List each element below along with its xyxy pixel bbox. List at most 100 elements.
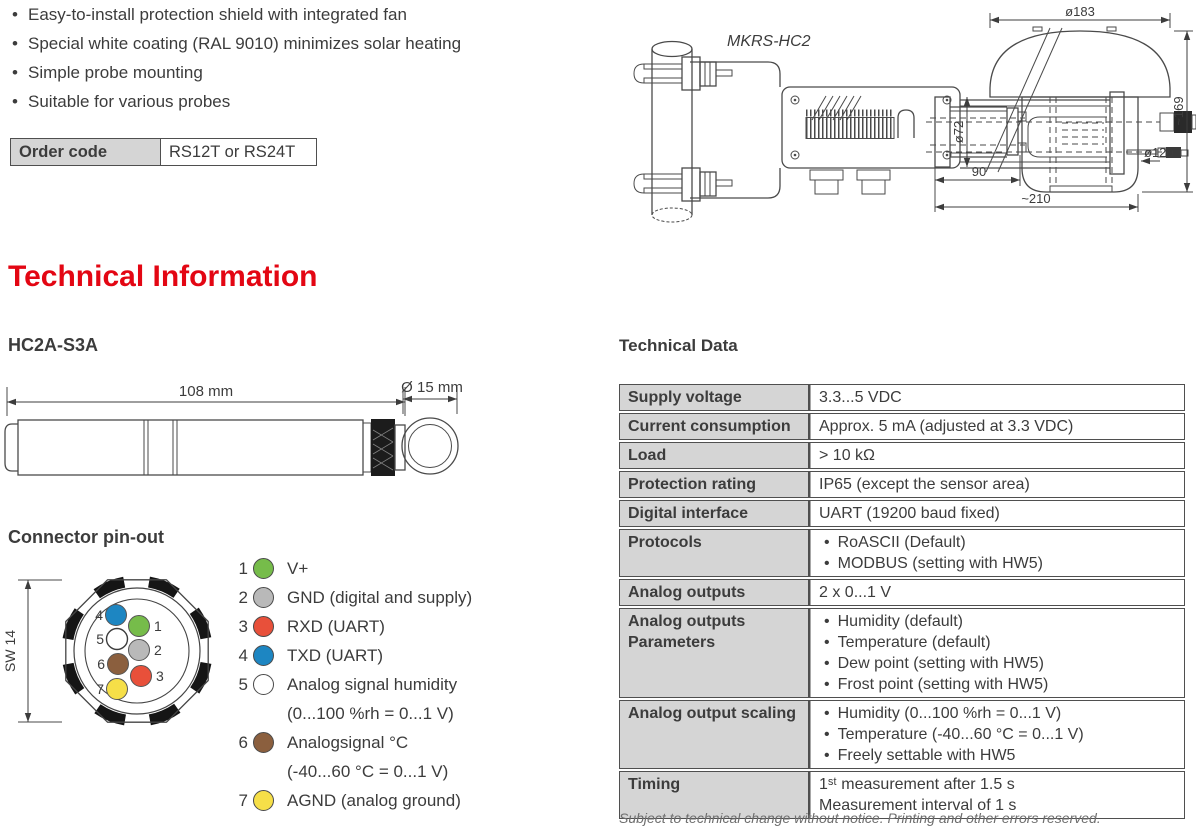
probe-title: HC2A-S3A [8,335,99,355]
table-row-label: Digital interface [619,500,809,527]
table-row-label: Analog outputs [619,579,809,606]
pin-label: AGND (analog ground) [287,790,461,810]
feature-item: Simple probe mounting [8,58,568,87]
pin-5-dot [105,627,129,651]
table-row-label: Supply voltage [619,384,809,411]
table-row: ProtocolsRoASCII (Default)MODBUS (settin… [619,529,1185,577]
table-row-value: Approx. 5 mA (adjusted at 3.3 VDC) [809,413,1185,440]
table-row-value: > 10 kΩ [809,442,1185,469]
wrench-dimension: SW 14 [2,579,62,723]
pin-color-dot [253,790,274,811]
pin-3-number: 3 [156,668,164,684]
lower-clamp [633,167,733,202]
table-value-line: Temperature (default) [819,632,1178,653]
order-code-value: RS12T or RS24T [160,138,317,166]
table-value-line: 2 x 0...1 V [819,584,892,601]
table-row-value: 2 x 0...1 V [809,579,1185,606]
table-value-line: UART (19200 baud fixed) [819,505,1000,522]
pin-color-dot [253,674,274,695]
table-value-line: IP65 (except the sensor area) [819,476,1030,493]
pin-7-number: 7 [96,681,104,697]
dim-probe-length: 108 mm [179,383,233,400]
pin-number: 5 [238,674,248,694]
table-row-label: Analog outputs Parameters [619,608,809,698]
table-row-value: Humidity (default)Temperature (default)D… [809,608,1185,698]
table-row-label: Protocols [619,529,809,577]
table-value-line: RoASCII (Default) [819,532,1178,553]
pin-2-number: 2 [154,642,162,658]
pin-color-dot [253,616,274,637]
pin-color-dot [253,587,274,608]
table-value-line: Temperature (-40...60 °C = 0...1 V) [819,724,1178,745]
pin-color-dot [253,732,274,753]
pin-label: RXD (UART) [287,616,385,636]
table-value-line: 1ˢᵗ measurement after 1.5 s [819,776,1015,793]
mounting-bracket [690,61,781,199]
table-row-value: 3.3...5 VDC [809,384,1185,411]
table-row: Digital interface UART (19200 baud fixed) [619,500,1185,527]
dim-total-width: ~210 [1021,191,1050,206]
table-row: Supply voltage 3.3...5 VDC [619,384,1185,411]
pin-number: 1 [238,558,248,578]
probe-cross-section: Ø 15 mm [401,379,463,475]
table-row-label: Analog output scaling [619,700,809,769]
pin-6-dot [107,653,129,675]
dim-tube-diameter: ø72 [951,121,966,143]
probe-tube [926,27,1196,175]
pin-number: 3 [238,616,248,636]
probe-body [4,419,406,476]
pin-sublabel: (0...100 %rh = 0...1 V) [287,704,454,723]
pin-4-number: 4 [95,607,103,623]
dim-top-diameter: ø183 [1065,4,1095,19]
feature-item: Easy-to-install protection shield with i… [8,0,568,29]
table-value-line: Dew point (setting with HW5) [819,653,1178,674]
table-value-line: Measurement interval of 1 s [819,797,1017,814]
pin-number: 4 [238,645,248,665]
table-row-value: Humidity (0...100 %rh = 0...1 V)Temperat… [809,700,1185,769]
pin-legend-item: 3 RXD (UART) [236,612,536,641]
mounting-pole [651,40,693,223]
pin-label: Analogsignal °C [287,732,409,752]
connector-diagram: SW 14 4 5 6 7 1 2 3 [2,575,213,727]
probe-length-dimension: 108 mm [6,383,406,416]
probe-drawing: 108 mm Ø 15 mm [4,379,463,476]
table-value-line: Humidity (0...100 %rh = 0...1 V) [819,703,1178,724]
table-value-line: 3.3...5 VDC [819,389,902,406]
table-value-line: > 10 kΩ [819,447,875,464]
pin-4-dot [105,604,127,626]
pin-5-number: 5 [96,631,104,647]
table-value-line: Freely settable with HW5 [819,745,1178,766]
table-row-label: Protection rating [619,471,809,498]
table-value-line: Humidity (default) [819,611,1178,632]
pin-number: 2 [238,587,248,607]
feature-list: Easy-to-install protection shield with i… [8,0,568,116]
order-code-label: Order code [10,138,160,166]
pin-color-dot [253,645,274,666]
table-row: Load> 10 kΩ [619,442,1185,469]
table-row-value: UART (19200 baud fixed) [809,500,1185,527]
pin-6-number: 6 [97,656,105,672]
table-row-value: RoASCII (Default)MODBUS (setting with HW… [809,529,1185,577]
pin-sublabel: (-40...60 °C = 0...1 V) [287,762,449,781]
table-row-value: 1ˢᵗ measurement after 1.5 s Measurement i… [809,771,1185,819]
drawing-model-label: MKRS-HC2 [727,33,811,50]
dim-height: ~169 [1171,96,1186,125]
shield-technical-drawing: MKRS-HC2 ø183 ~169 ø72 90 [633,4,1196,223]
pin-label: TXD (UART) [287,645,384,665]
connector-pins: 4 5 6 7 1 2 3 [95,604,164,700]
pin-7-dot [106,678,128,700]
table-row: Analog outputs ParametersHumidity (defau… [619,608,1185,698]
table-row: Protection rating IP65 (except the sensor… [619,471,1185,498]
order-code-table: Order code RS12T or RS24T [10,138,317,166]
pin-label: Analog signal humidity [287,674,458,694]
dim-body-diameter: ø120 [1144,145,1174,160]
table-value-line: MODBUS (setting with HW5) [819,553,1178,574]
technical-data-title: Technical Data [619,336,738,355]
pin-1-number: 1 [154,618,162,634]
